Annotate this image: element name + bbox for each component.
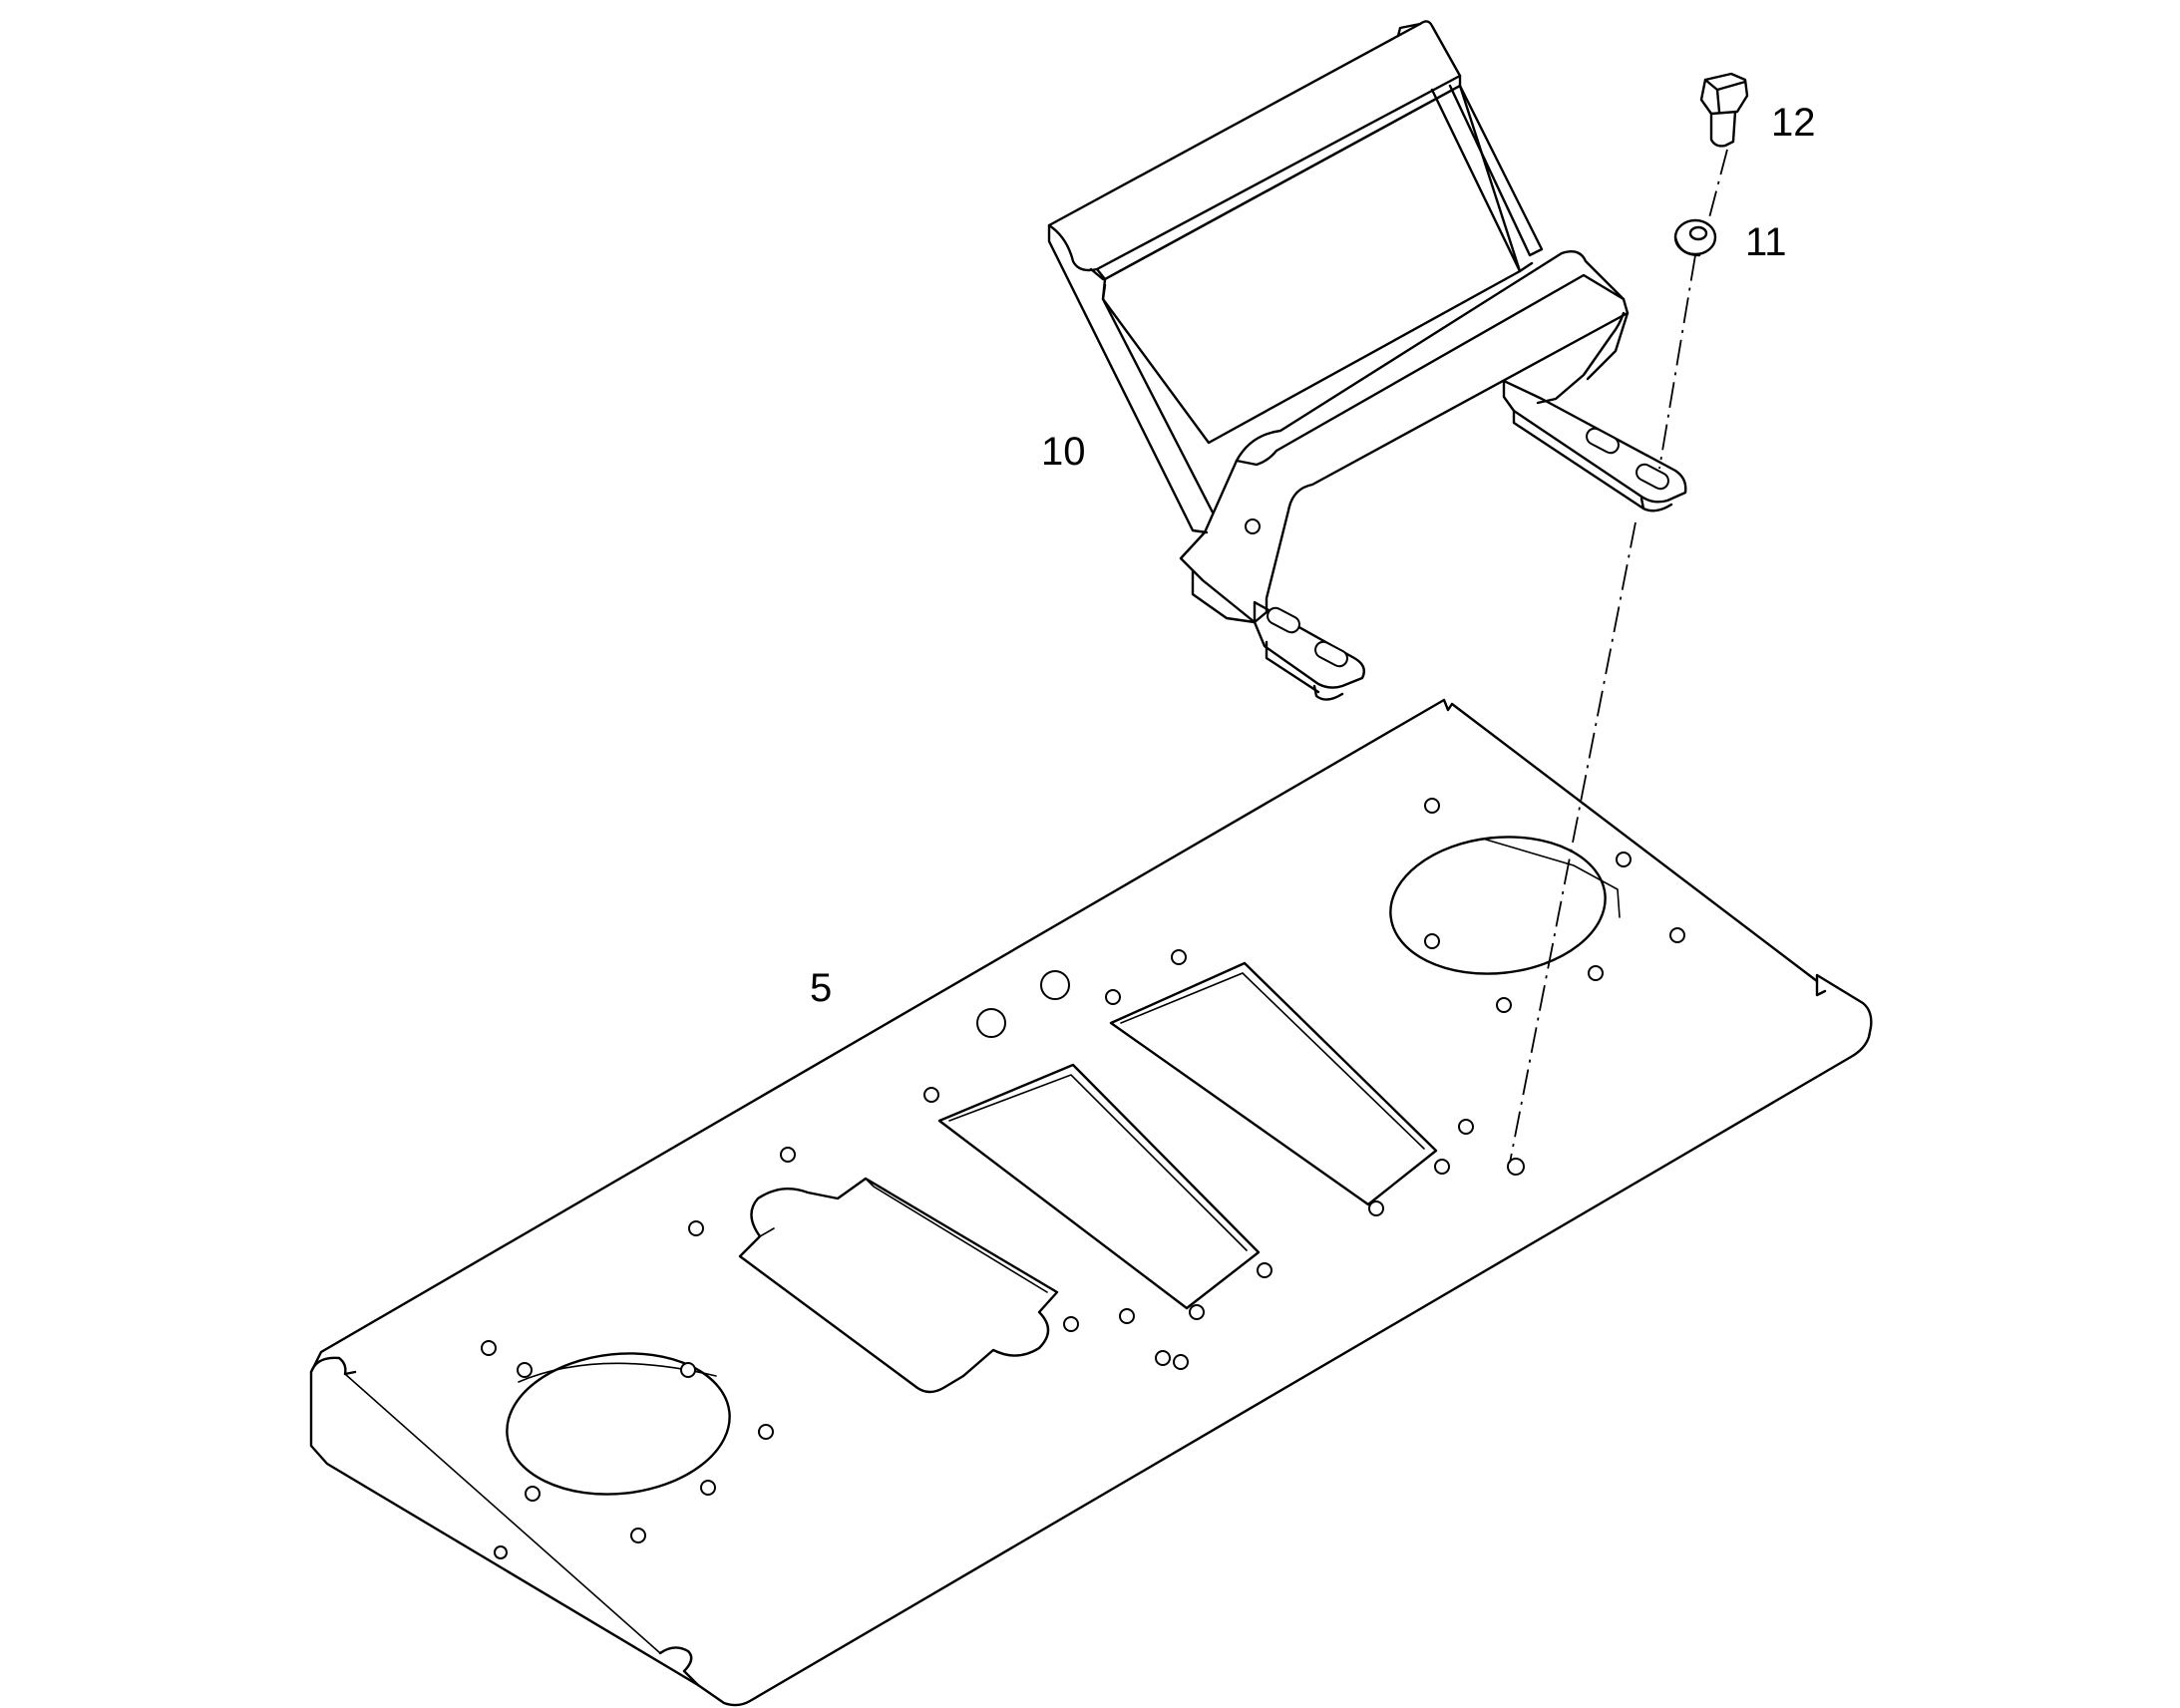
hole-small xyxy=(1063,1316,1079,1332)
bracket-front-right-inner xyxy=(1586,311,1630,381)
circular-cutout-left xyxy=(506,1352,731,1496)
bracket-back-top-corner xyxy=(1396,22,1422,38)
washer-inner xyxy=(1688,225,1708,241)
hole-small xyxy=(688,1220,704,1236)
hole-small xyxy=(1368,1200,1384,1216)
hole-small xyxy=(1105,989,1121,1005)
hole-small xyxy=(1424,798,1440,814)
base-plate-outline xyxy=(309,698,1873,1707)
bolt-shank xyxy=(1709,110,1737,148)
bracket-left-foot xyxy=(1253,600,1365,689)
hole-small xyxy=(1507,1158,1525,1176)
hole-small xyxy=(1189,1304,1205,1320)
bracket-back-top xyxy=(1047,20,1462,272)
bracket-back-top-fold xyxy=(1095,74,1462,281)
bracket-back-right-leg xyxy=(1430,84,1544,273)
hole-small xyxy=(1171,949,1187,965)
irregular-cutout xyxy=(738,1177,1059,1394)
bracket-left-foot-slot xyxy=(1314,640,1348,668)
callout-12: 12 xyxy=(1771,101,1816,145)
callout-5: 5 xyxy=(810,966,832,1010)
hole-small xyxy=(1119,1308,1135,1324)
callout-10: 10 xyxy=(1041,430,1086,474)
left-lip-bottom xyxy=(658,1646,700,1687)
hole-small xyxy=(758,1424,774,1440)
hole-large xyxy=(976,1008,1006,1038)
bracket-front-frame-inner xyxy=(1235,273,1626,467)
bracket-front-frame xyxy=(1179,250,1630,624)
hole-small xyxy=(1616,852,1632,867)
hole-small xyxy=(1155,1350,1171,1366)
bracket-right-foot-slot xyxy=(1635,463,1669,491)
irregular-cutout-inner xyxy=(759,1178,1048,1293)
hole-small xyxy=(780,1147,796,1163)
bolt-head xyxy=(1699,72,1749,116)
hole-small xyxy=(1669,927,1685,943)
bracket-side-hole xyxy=(1245,518,1261,534)
hole-small xyxy=(517,1362,533,1378)
washer-edge xyxy=(1673,235,1701,257)
bolt-head-facets xyxy=(1703,78,1747,114)
rect-cutout-right xyxy=(1109,961,1438,1206)
hole-large xyxy=(1040,970,1070,1000)
hole-small xyxy=(1434,1159,1450,1175)
hole-small xyxy=(1588,965,1604,981)
bracket-left-leg xyxy=(1191,568,1257,624)
hole-small xyxy=(525,1486,541,1502)
left-fold-line xyxy=(344,1373,661,1654)
bracket-right-foot-slot xyxy=(1586,427,1620,455)
mounting-holes xyxy=(481,798,1685,1559)
rect-cutout-middle xyxy=(937,1063,1261,1310)
bracket-back-panel xyxy=(1101,84,1522,445)
hole-small xyxy=(1257,1262,1272,1278)
bracket-front-right-leg xyxy=(1536,311,1626,405)
washer xyxy=(1673,218,1717,257)
hole-small xyxy=(923,1087,939,1103)
callout-11: 11 xyxy=(1745,220,1787,264)
rect-cutout-middle-inner xyxy=(948,1074,1248,1251)
hole-small xyxy=(481,1340,497,1356)
right-lip xyxy=(1815,979,1827,997)
mounting-bracket xyxy=(1047,20,1687,701)
hole-small xyxy=(680,1362,696,1378)
bracket-left-foot-slot xyxy=(1267,606,1300,634)
rect-cutout-right-inner xyxy=(1120,972,1425,1150)
bracket-back-left-leg xyxy=(1047,223,1215,534)
assembly-centerline xyxy=(1509,149,1728,1164)
hole-small xyxy=(1458,1119,1474,1135)
bracket-right-foot xyxy=(1502,379,1687,504)
bracket-left-foot-edge xyxy=(1265,640,1344,701)
hole-small xyxy=(1496,997,1512,1013)
hole-small xyxy=(1173,1354,1189,1370)
hole-small xyxy=(700,1480,716,1496)
hole-small xyxy=(630,1528,646,1543)
hole-small xyxy=(1424,933,1440,949)
base-plate xyxy=(309,698,1873,1707)
hole-small xyxy=(494,1545,508,1559)
left-lip xyxy=(309,1356,357,1376)
circular-cutout-right-edge xyxy=(1485,839,1621,918)
bolt xyxy=(1699,72,1749,148)
bracket-right-foot-edge xyxy=(1512,409,1673,512)
circular-cutout-right xyxy=(1389,836,1607,975)
